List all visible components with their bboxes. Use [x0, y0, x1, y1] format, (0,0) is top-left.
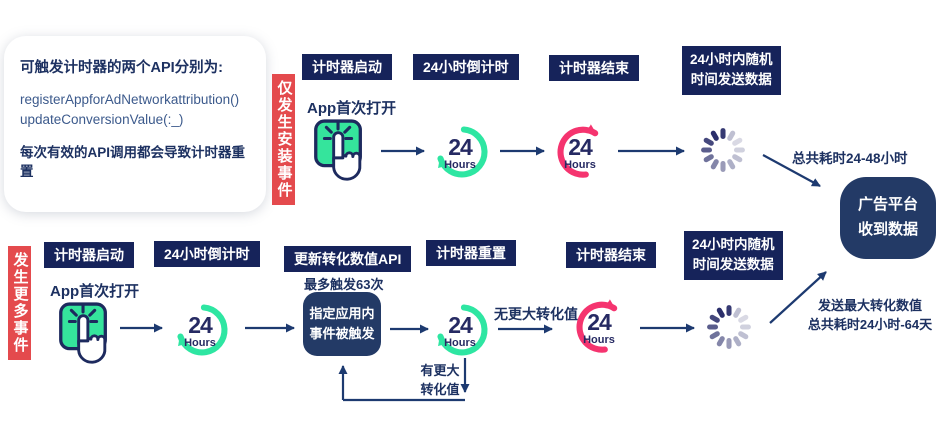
row2-badge-timer-start: 计时器启动: [44, 242, 134, 268]
platform-box-line1: 广告平台: [857, 196, 918, 214]
timer-24h-green-icon: 24 Hours: [173, 300, 233, 360]
row2-badge-random-line2: 时间发送数据: [692, 257, 774, 273]
timer-value: 24: [188, 311, 213, 338]
row2-result-label: 发送最大转化数值 总共耗时24小时-64天: [800, 297, 940, 335]
row1-badge-timer-start: 计时器启动: [302, 54, 392, 80]
timer-value: 24: [568, 133, 593, 160]
ad-platform-box: 广告平台 收到数据: [840, 177, 936, 259]
timer-unit: Hours: [444, 336, 476, 349]
row2-badge-update-api: 更新转化数值API: [284, 246, 412, 272]
in-app-event-box: 指定应用内 事件被触发: [303, 292, 381, 356]
timer-unit: Hours: [564, 158, 596, 171]
app-tap-icon: [308, 112, 370, 196]
result-label-line1: 发送最大转化数值: [817, 298, 922, 313]
row1-side-label: 仅发生安装事件: [272, 74, 295, 205]
timer-24h-green-icon: 24 Hours: [433, 300, 493, 360]
row1-badge-random-line1: 24小时内随机: [690, 52, 773, 67]
info-card-title: 可触发计时器的两个API分别为:: [20, 60, 223, 76]
event-box-line2: 事件被触发: [309, 326, 375, 341]
timer-24h-pink-icon: 24 Hours: [553, 122, 613, 182]
timer-value: 24: [448, 133, 473, 160]
api-info-card: 可触发计时器的两个API分别为: registerAppforAdNetwork…: [4, 36, 266, 212]
loading-spinner-icon: [696, 123, 750, 177]
api-line-update: updateConversionValue(:_): [20, 111, 184, 127]
row2-side-label: 发生更多事件: [8, 246, 31, 360]
row1-badge-random-line2: 时间发送数据: [690, 72, 772, 88]
row1-badge-countdown: 24小时倒计时: [413, 54, 519, 80]
event-box-line1: 指定应用内: [309, 305, 375, 321]
row2-greater-label: 有更大 转化值: [418, 362, 462, 400]
timer-unit: Hours: [444, 158, 476, 171]
row2-badge-random-send: 24小时内随机 时间发送数据: [684, 231, 783, 280]
row2-badge-timer-end: 计时器结束: [566, 242, 656, 268]
api-line-register: registerAppforAdNetworkattribution(): [20, 92, 240, 107]
timer-24h-green-icon: 24 Hours: [433, 122, 493, 182]
row1-duration-label: 总共耗时24-48小时: [792, 151, 908, 166]
timer-value: 24: [448, 311, 473, 338]
greater-label-line2: 转化值: [420, 381, 460, 397]
row2-badge-countdown: 24小时倒计时: [154, 241, 260, 267]
loading-spinner-icon: [702, 300, 756, 354]
timer-24h-pink-icon: 24 Hours: [572, 297, 632, 357]
timer-value: 24: [587, 308, 612, 335]
row1-app-open-label: App首次打开: [307, 100, 397, 117]
row2-badge-random-line1: 24小时内随机: [692, 237, 775, 252]
row2-max-trigger-label: 最多触发63次: [304, 277, 384, 292]
platform-box-line2: 收到数据: [857, 221, 918, 238]
greater-label-line1: 有更大: [420, 363, 460, 378]
row2-no-greater-label: 无更大转化值: [494, 306, 578, 322]
row1-badge-timer-end: 计时器结束: [549, 55, 639, 81]
timer-unit: Hours: [583, 333, 615, 346]
result-label-line2: 总共耗时24小时-64天: [807, 316, 933, 332]
info-card-note: 每次有效的API调用都会导致计时器重置: [20, 145, 246, 180]
app-tap-icon: [53, 295, 115, 379]
row2-badge-timer-reset: 计时器重置: [426, 240, 516, 266]
row1-badge-random-send: 24小时内随机 时间发送数据: [682, 46, 781, 95]
info-card-api-lines: registerAppforAdNetworkattribution() upd…: [20, 90, 250, 129]
row2-app-open-label: App首次打开: [50, 283, 140, 300]
timer-unit: Hours: [184, 336, 216, 349]
